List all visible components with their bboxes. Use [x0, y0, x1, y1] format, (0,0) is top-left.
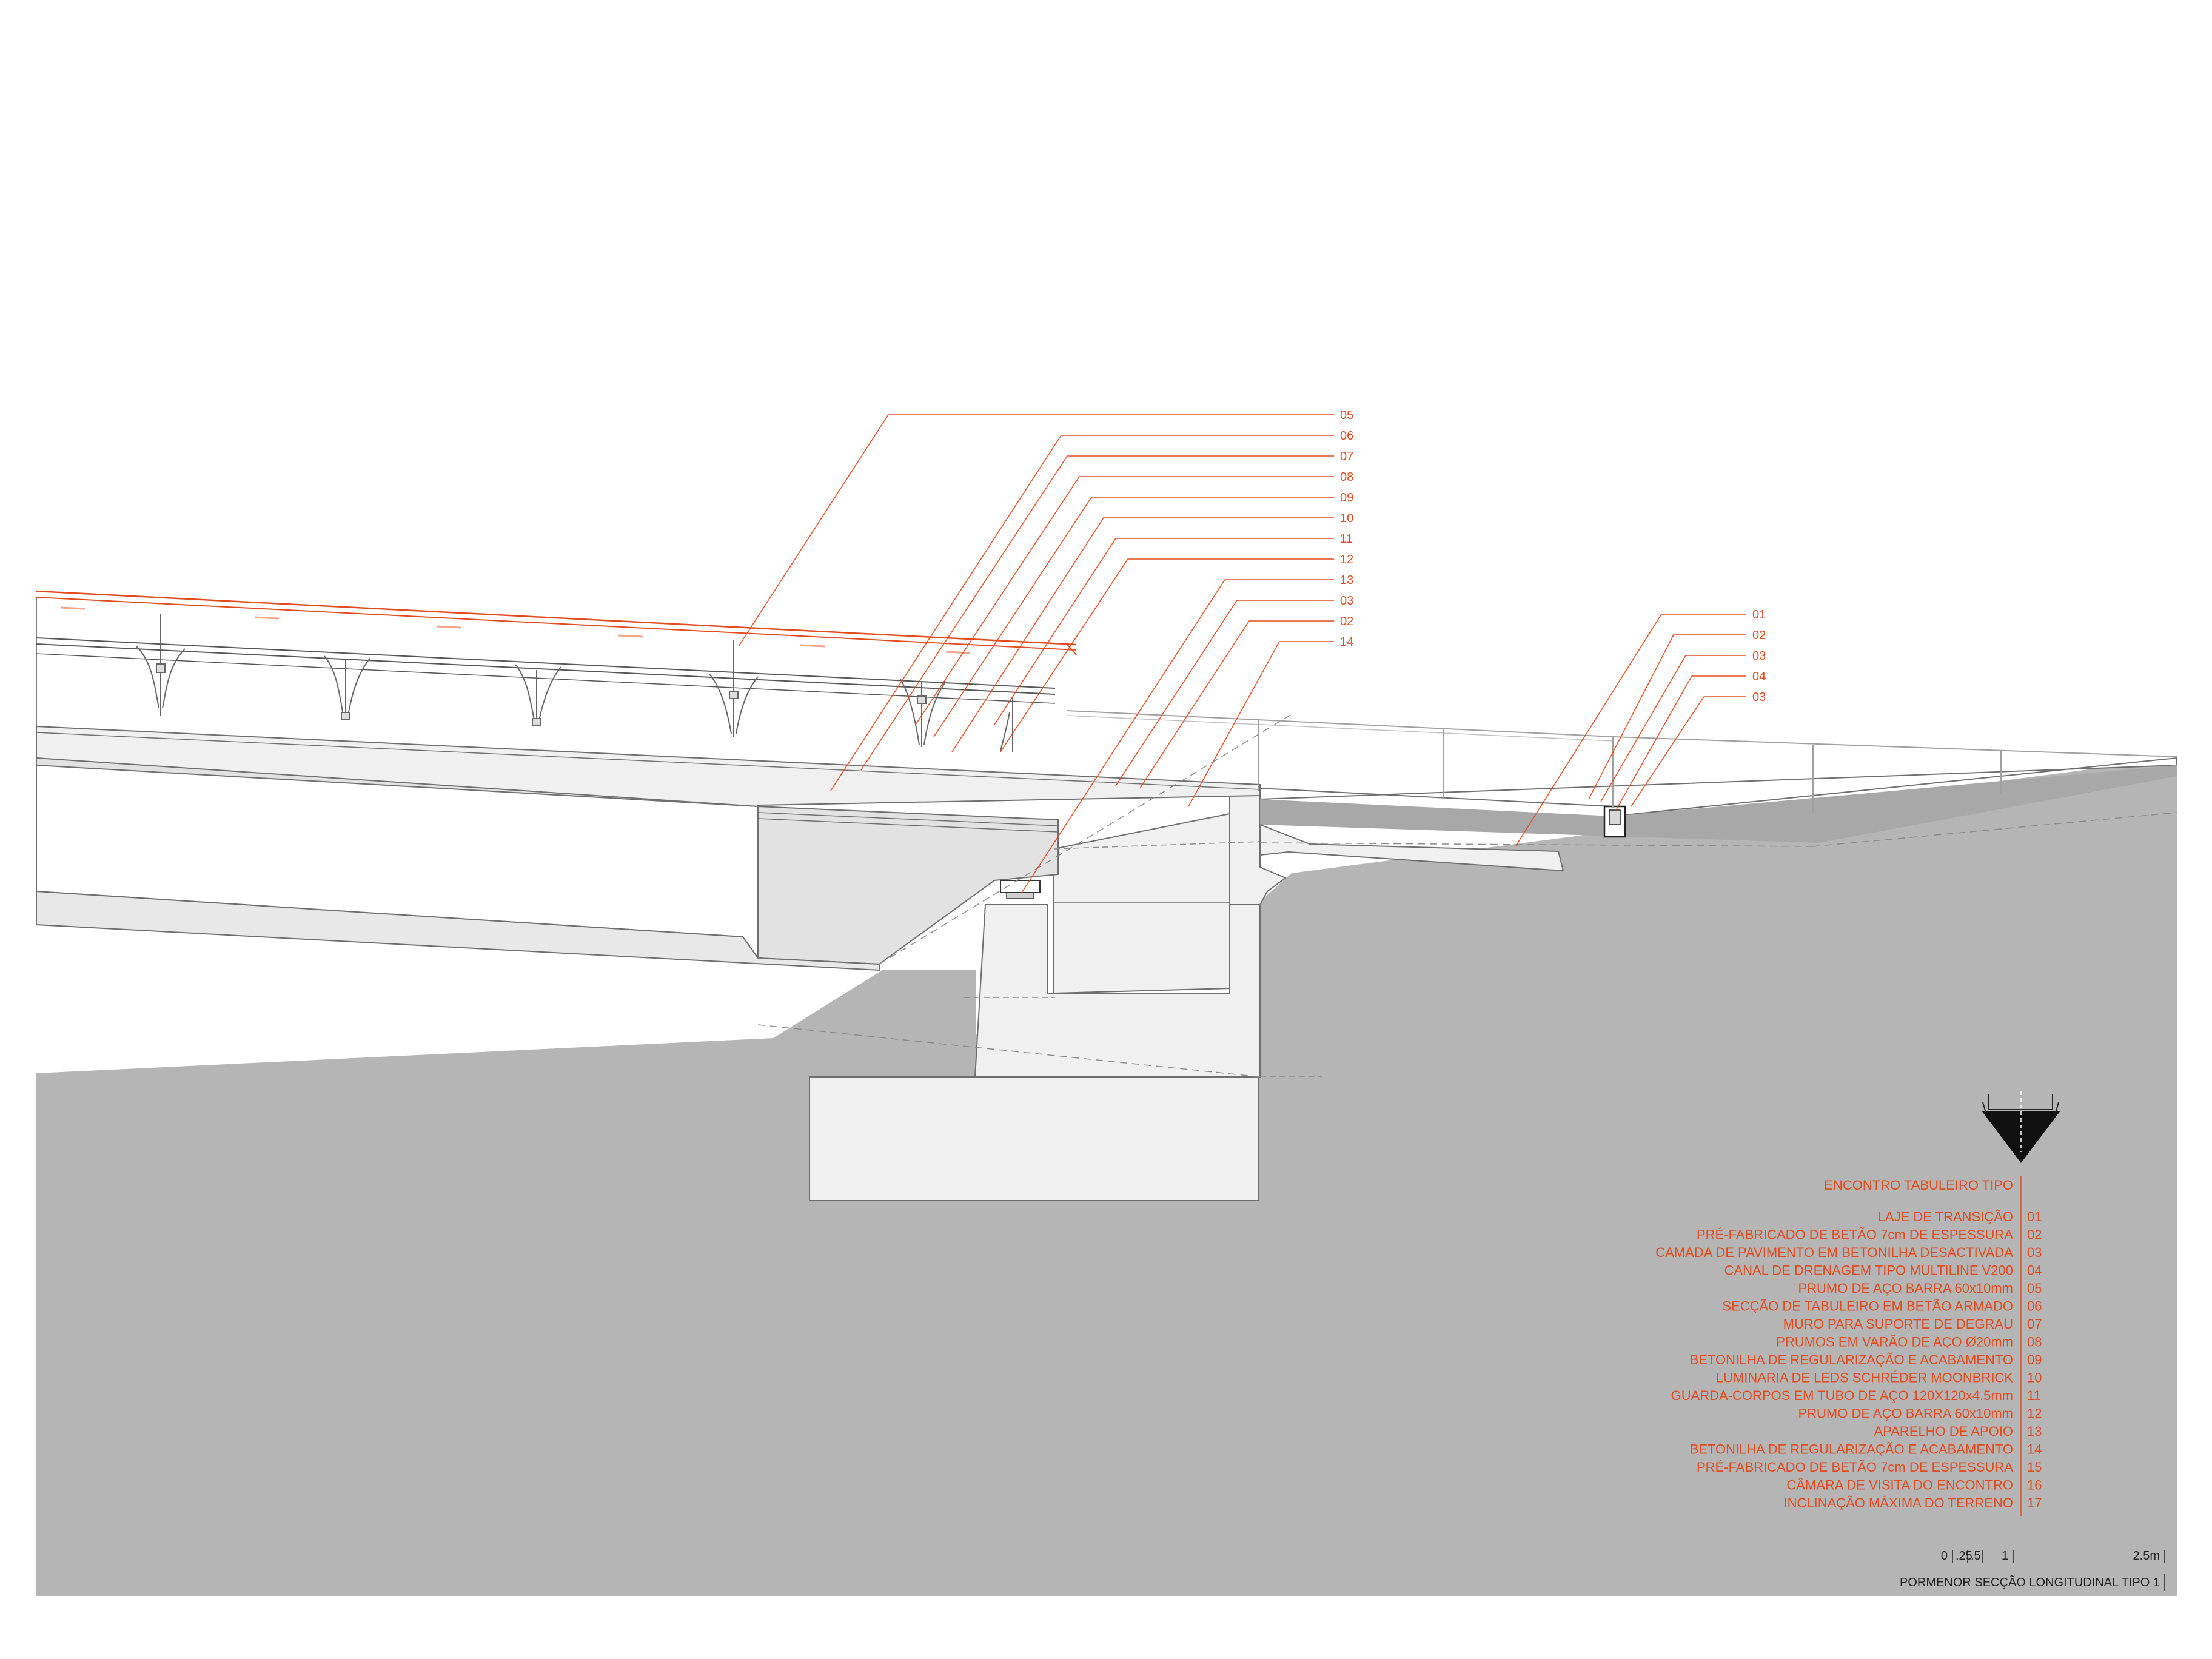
callout-label: 08 — [1340, 471, 1353, 484]
legend-item-label: SECÇÃO DE TABULEIRO EM BETÃO ARMADO — [1722, 1299, 2013, 1314]
legend-item-label: BETONILHA DE REGULARIZAÇÃO E ACABAMENTO — [1690, 1442, 2013, 1457]
callout-label: 11 — [1340, 532, 1353, 546]
callout-labels-left: 05 06 07 08 09 10 11 12 13 03 02 14 — [1340, 409, 1353, 649]
legend-title: ENCONTRO TABULEIRO TIPO — [1824, 1178, 2013, 1193]
legend-item-number: 10 — [2027, 1370, 2042, 1386]
legend-item-label: INCLINAÇÃO MÁXIMA DO TERRENO — [1783, 1495, 2013, 1510]
bearing-device — [1000, 880, 1041, 893]
handrail-end — [1067, 644, 1077, 655]
legend-item-label: LAJE DE TRANSIÇÃO — [1878, 1209, 2013, 1224]
legend-item-number: 15 — [2027, 1460, 2042, 1475]
callout-label: 05 — [1340, 409, 1353, 422]
drainage-channel-inner — [1609, 809, 1621, 825]
legend-item-label: CÂMARA DE VISITA DO ENCONTRO — [1786, 1478, 2013, 1493]
guard-rail-tube-top-2 — [36, 643, 1056, 695]
railing-post — [515, 664, 561, 726]
deck-screed-line — [36, 732, 1261, 790]
guard-rail-tube-top — [36, 637, 1056, 689]
drawing-caption: PORMENOR SECÇÃO LONGITUDINAL TIPO 1 — [1900, 1575, 2160, 1589]
callout-label: 02 — [1340, 615, 1353, 628]
scale-tick-label: .5 — [1971, 1549, 1981, 1563]
legend-item-number: 11 — [2027, 1388, 2041, 1403]
legend-item-number: 08 — [2027, 1335, 2042, 1350]
approach-fill — [1260, 765, 2177, 843]
callout-label: 04 — [1752, 670, 1766, 683]
handrail-led-strip — [60, 606, 971, 654]
handrail-top — [36, 590, 1077, 646]
legend-item-label: GUARDA-CORPOS EM TUBO DE AÇO 120X120x4.5… — [1671, 1388, 2013, 1403]
legend-item-label: PRÉ-FABRICADO DE BETÃO 7cm DE ESPESSURA — [1697, 1460, 2013, 1475]
callout-label: 14 — [1340, 635, 1353, 649]
legend-item-number: 12 — [2027, 1406, 2042, 1421]
legend-item-number: 14 — [2027, 1442, 2042, 1457]
section-marker-icon — [1982, 1091, 2060, 1163]
scale-tick-label: 0 — [1941, 1549, 1948, 1563]
callout-label: 09 — [1340, 491, 1353, 504]
legend-item-label: CANAL DE DRENAGEM TIPO MULTILINE V200 — [1724, 1263, 2013, 1278]
approach-railing-posts — [1258, 719, 2002, 813]
legend-item-number: 03 — [2027, 1245, 2042, 1260]
legend-item-label: PRUMO DE AÇO BARRA 60x10mm — [1798, 1281, 2013, 1296]
guard-rail-tube-mid — [36, 653, 1056, 704]
deck-layer-line-2 — [757, 818, 1059, 833]
callout-label: 02 — [1752, 629, 1766, 642]
hidden-line-7 — [1812, 812, 2177, 847]
callout-leaders-right — [1515, 614, 1746, 846]
callout-label: 07 — [1340, 450, 1353, 463]
legend-item-label: BETONILHA DE REGULARIZAÇÃO E ACABAMENTO — [1690, 1352, 2013, 1367]
legend-item-label: LUMINARIA DE LEDS SCHRÉDER MOONBRICK — [1716, 1370, 2014, 1386]
callout-label: 01 — [1752, 608, 1766, 622]
callout-label: 06 — [1340, 429, 1353, 443]
abutment-wall — [1053, 813, 1230, 994]
bearing-plate — [1006, 892, 1034, 899]
legend-item-number: 07 — [2027, 1316, 2042, 1332]
legend-item-number: 09 — [2027, 1352, 2042, 1367]
callout-label: 10 — [1340, 512, 1353, 525]
approach-railing-lower — [1067, 715, 1614, 742]
foundation-footing — [809, 1076, 1259, 1201]
legend-item-number: 13 — [2027, 1424, 2042, 1439]
legend-item-number: 16 — [2027, 1478, 2042, 1493]
legend-item-label: APARELHO DE APOIO — [1874, 1424, 2013, 1439]
scale-bar: 0 .25 .5 1 2.5m — [1941, 1549, 2165, 1563]
deck-layer-line — [757, 812, 1059, 826]
callout-label: 03 — [1752, 649, 1766, 663]
legend-item-number: 17 — [2027, 1495, 2042, 1510]
railing-post — [324, 655, 370, 720]
callout-label: 13 — [1340, 574, 1353, 587]
hidden-line-2 — [879, 714, 1292, 965]
legend-item-label: PRUMO DE AÇO BARRA 60x10mm — [1798, 1406, 2013, 1421]
legend-item-number: 01 — [2027, 1209, 2042, 1224]
legend-item-number: 06 — [2027, 1299, 2042, 1314]
callout-label: 12 — [1340, 553, 1353, 566]
handrail-bottom — [36, 597, 1077, 651]
callout-label: 03 — [1340, 594, 1353, 608]
legend-item-label: CAMADA DE PAVIMENTO EM BETONILHA DESACTI… — [1655, 1245, 2013, 1260]
legend-item-number: 04 — [2027, 1263, 2042, 1278]
railing-post — [1000, 697, 1013, 752]
callout-leaders-left — [738, 414, 1334, 893]
railing-post — [136, 614, 186, 716]
transition-slab — [1259, 823, 1564, 872]
hidden-line-6 — [1259, 842, 1814, 847]
scale-tick-label: 2.5m — [2133, 1549, 2160, 1563]
legend-item-label: MURO PARA SUPORTE DE DEGRAU — [1783, 1316, 2013, 1332]
callout-label: 03 — [1752, 691, 1766, 704]
hidden-line-4 — [1053, 841, 1261, 850]
legend: ENCONTRO TABULEIRO TIPO LAJE DE TRANSIÇÃ… — [1655, 1176, 2042, 1516]
callout-labels-right: 01 02 03 04 03 — [1752, 608, 1766, 704]
railing-post — [709, 640, 759, 737]
legend-item-number: 05 — [2027, 1281, 2042, 1296]
scale-tick-label: .25 — [1956, 1549, 1972, 1563]
scale-tick-label: 1 — [2002, 1549, 2008, 1563]
legend-item-number: 02 — [2027, 1227, 2042, 1242]
legend-item-label: PRÉ-FABRICADO DE BETÃO 7cm DE ESPESSURA — [1697, 1227, 2013, 1242]
legend-item-label: PRUMOS EM VARÃO DE AÇO Ø20mm — [1776, 1335, 2013, 1350]
